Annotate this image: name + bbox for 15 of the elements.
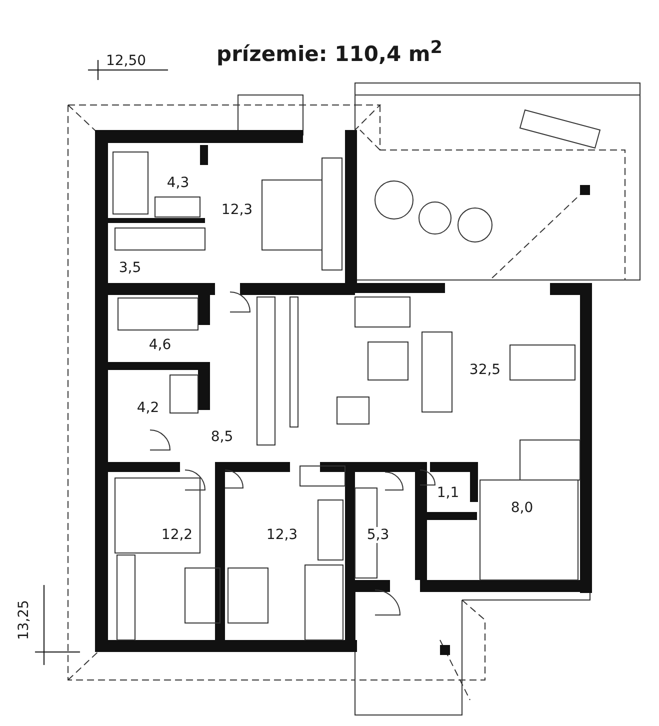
room-area-label: 8,5 <box>210 429 234 445</box>
room-area-label: 8,0 <box>510 500 534 516</box>
room-area-label: 3,5 <box>118 260 142 276</box>
room-area-label: 4,2 <box>136 400 160 416</box>
room-area-label: 12,3 <box>221 202 253 218</box>
room-area-label: 12,3 <box>266 527 298 543</box>
room-area-label: 4,6 <box>148 337 172 353</box>
plan-title: prízemie: 110,4 m$^{2}$ <box>216 42 442 66</box>
dimension-label: 12,50 <box>106 53 146 69</box>
room-area-label: 5,3 <box>366 527 390 543</box>
dimension-label: 13,25 <box>16 600 32 640</box>
room-area-label: 12,2 <box>161 527 193 543</box>
room-area-label: 32,5 <box>469 362 501 378</box>
room-area-label: 4,3 <box>166 175 190 191</box>
room-area-label: 1,1 <box>436 485 460 501</box>
